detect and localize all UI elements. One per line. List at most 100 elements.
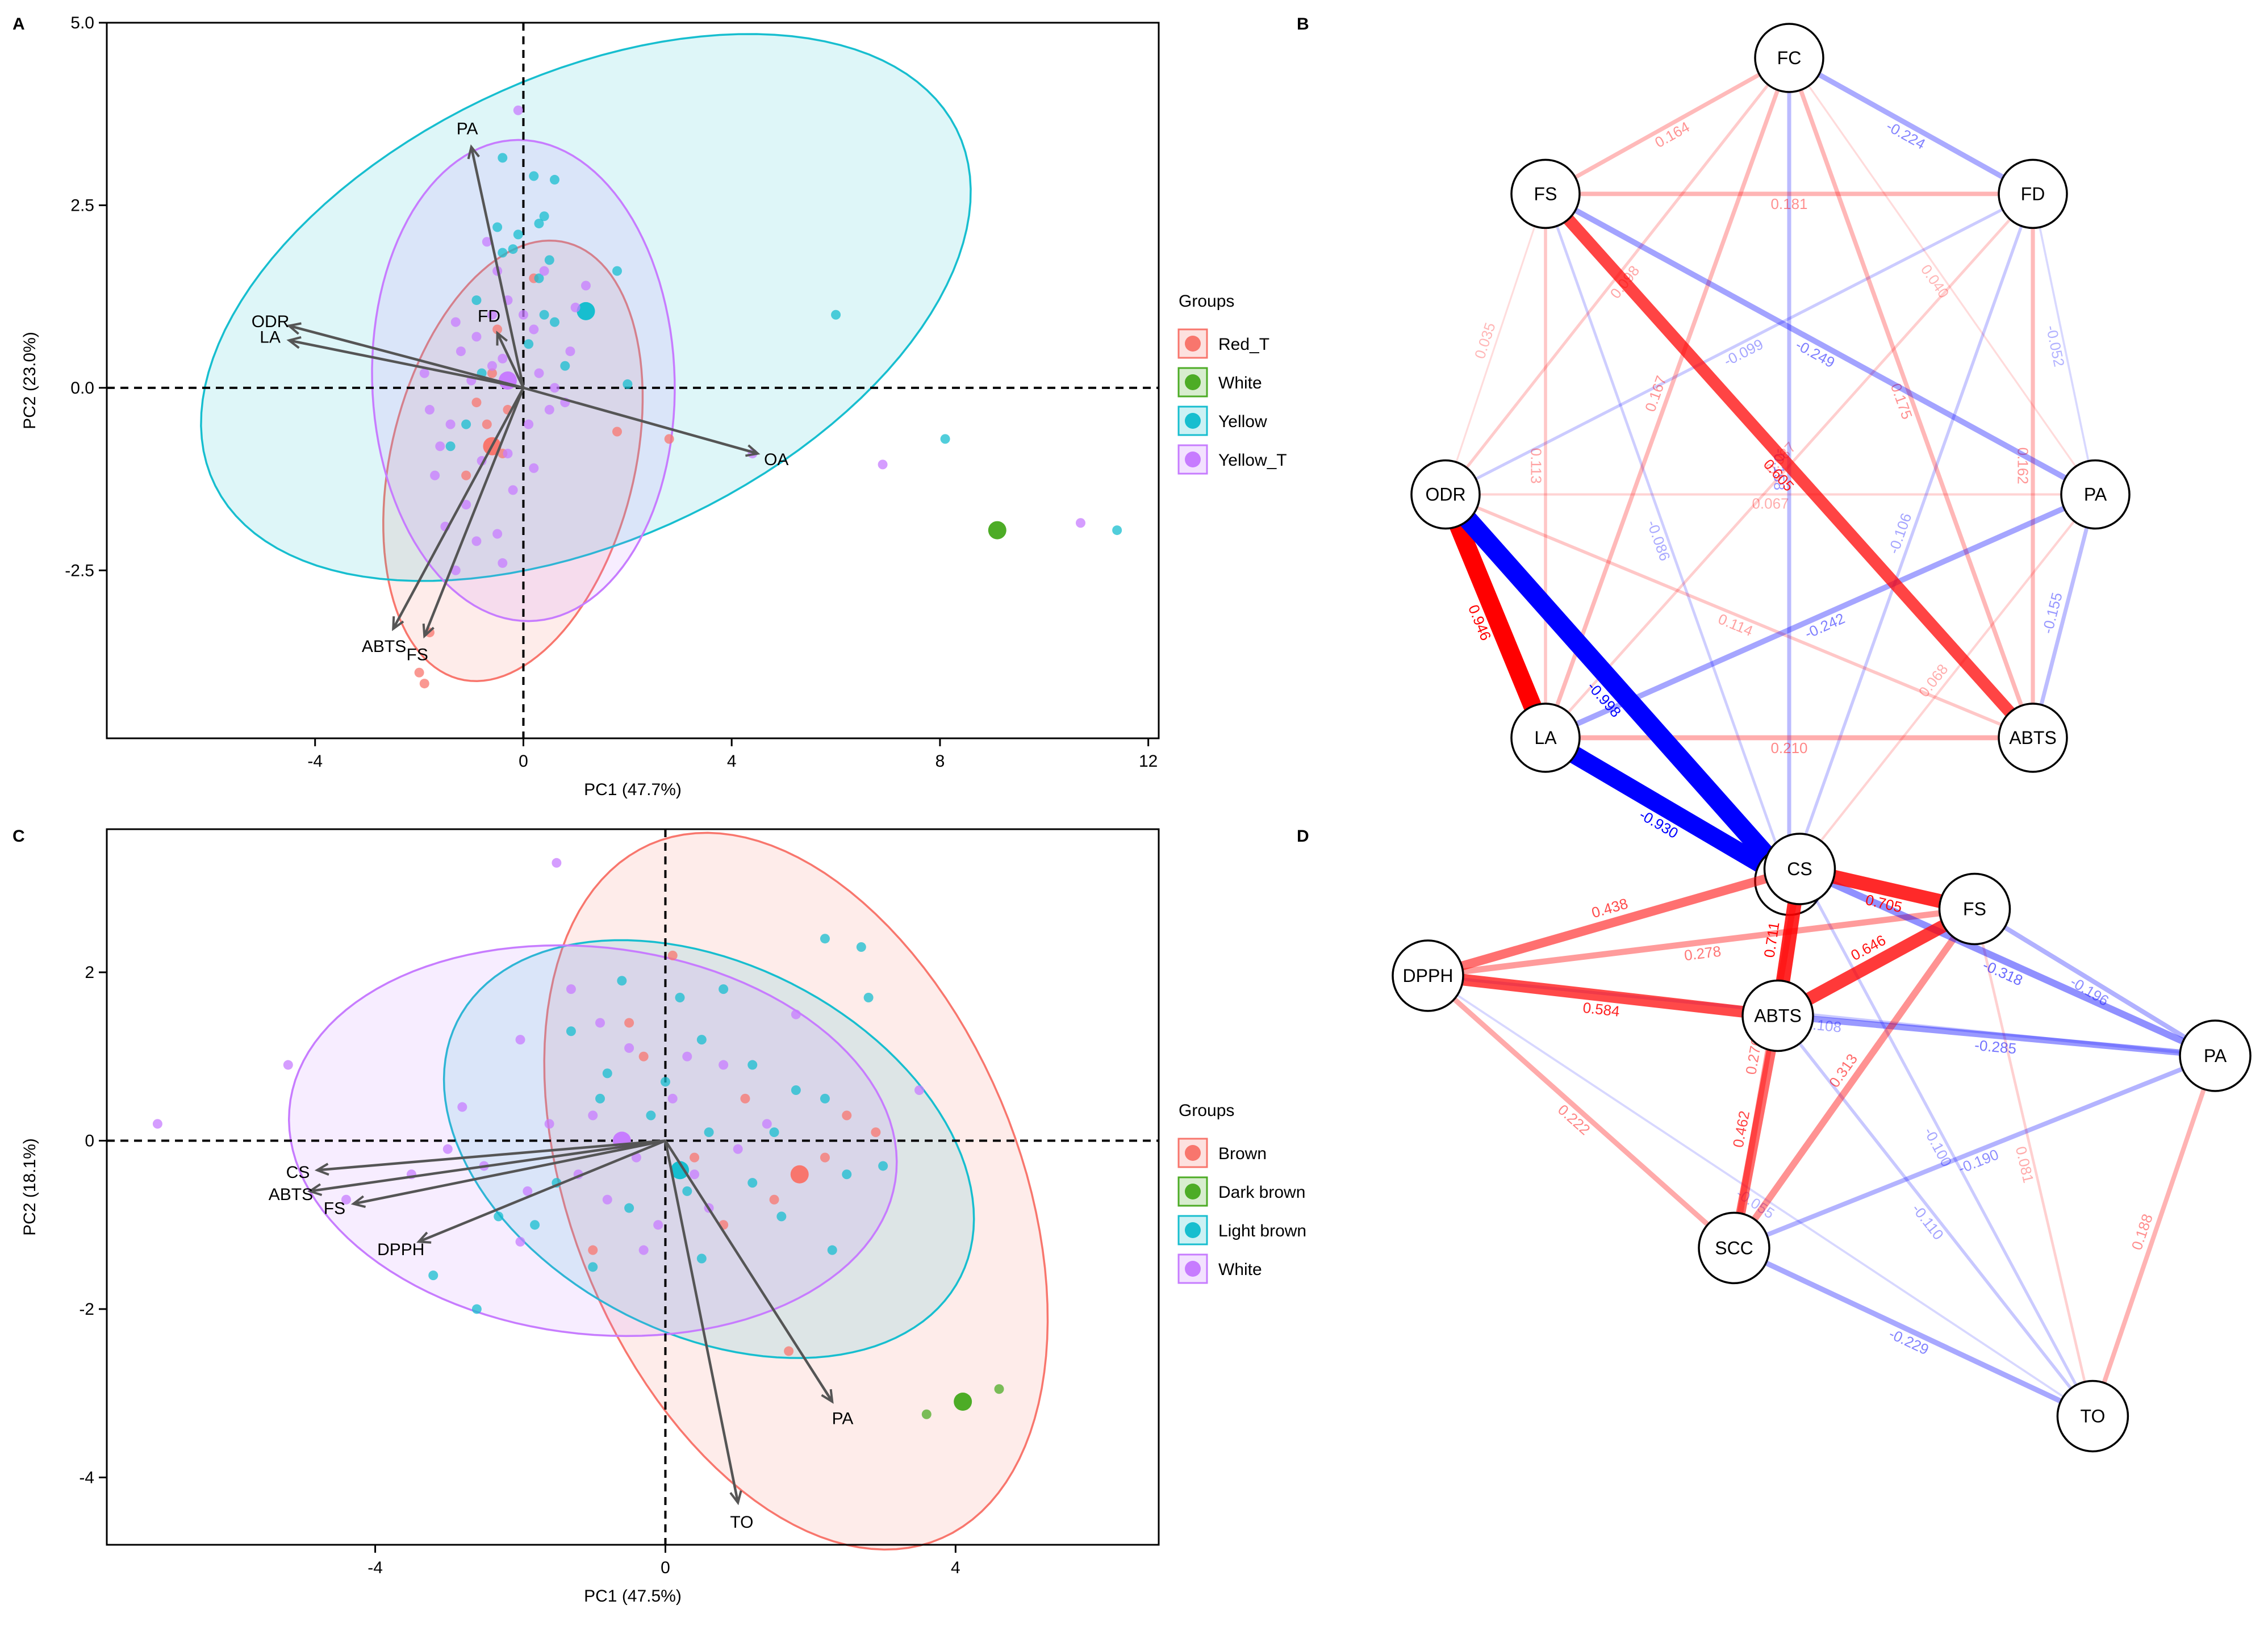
edge-label-fd-abts: 0.162 — [2015, 448, 2032, 484]
data-point-light-brown — [588, 1262, 598, 1272]
loading-label-abts: ABTS — [362, 637, 406, 656]
data-point-brown — [784, 1346, 794, 1356]
loading-label-pa: PA — [832, 1410, 854, 1428]
data-point-yellow — [445, 441, 456, 452]
data-point-yellow — [461, 419, 471, 429]
edge-fc-abts — [1787, 56, 2035, 740]
x-tick-label: -4 — [367, 1558, 383, 1577]
data-point-yellow-t — [482, 237, 492, 247]
loading-label-fs: FS — [407, 646, 428, 664]
edge-label-fc-pa: 0.040 — [1918, 261, 1953, 302]
legend-label-red-t: Red_T — [1218, 335, 1269, 354]
node-odr — [1410, 459, 1481, 530]
edge-abts-to — [1776, 1014, 2095, 1418]
data-point-yellow-t — [580, 281, 591, 291]
data-point-white — [690, 1169, 700, 1180]
node-abts — [1741, 979, 1814, 1052]
data-point-white — [682, 1051, 692, 1061]
data-point-white — [595, 1018, 605, 1028]
legend-label-white: White — [1218, 1260, 1262, 1279]
node-pa — [2060, 459, 2131, 530]
arrow-head-to — [729, 1490, 742, 1506]
data-point-white — [762, 1119, 772, 1129]
confidence-ellipse-red-t — [382, 239, 644, 682]
edge-label-dpph-abts: 0.584 — [1582, 999, 1620, 1020]
plot-frame — [106, 22, 1160, 739]
node-scc — [1698, 1211, 1770, 1285]
data-point-dark-brown — [921, 1409, 932, 1419]
panel-label-a: A — [12, 15, 25, 34]
loading-label-to: TO — [730, 1513, 753, 1532]
data-point-brown — [638, 1051, 649, 1061]
legend-key-dot-light-brown — [1185, 1222, 1201, 1238]
y-tick-label: 2 — [85, 963, 94, 982]
edge-cs-dpph — [1423, 864, 1805, 981]
edge-scc-to — [1731, 1245, 2096, 1419]
node-fd — [1998, 158, 2068, 229]
node-label-la: LA — [1534, 728, 1557, 748]
node-label-scc: SCC — [1715, 1238, 1753, 1258]
edge-fs-abts — [1771, 902, 1981, 1022]
data-point-yellow-t — [549, 383, 559, 393]
edge-pa-oa — [1787, 493, 2097, 883]
data-point-brown — [624, 1018, 634, 1028]
y-tick-label: 0 — [85, 1131, 94, 1150]
loading-arrow-pa — [470, 147, 525, 388]
data-point-yellow-t — [529, 463, 539, 473]
data-point-white — [588, 1110, 598, 1121]
data-point-light-brown — [660, 1077, 670, 1087]
data-point-yellow-t — [498, 558, 508, 568]
loading-label-oa: OA — [764, 450, 788, 469]
data-point-light-brown — [696, 1253, 707, 1264]
node-label-abts: ABTS — [2009, 728, 2057, 748]
data-point-red-t — [482, 419, 492, 429]
edge-fd-pa — [2032, 193, 2096, 496]
edge-scc-pa — [1731, 1053, 2218, 1251]
data-point-brown — [740, 1093, 750, 1103]
data-point-yellow-t — [419, 368, 429, 378]
x-tick-label: 0 — [661, 1558, 670, 1577]
loading-label-fs: FS — [324, 1199, 345, 1218]
data-point-yellow — [534, 273, 544, 283]
y-axis-title: PC2 (18.1%) — [20, 1138, 39, 1236]
arrow-head-fd — [496, 331, 508, 346]
legend-key-dot-dark-brown — [1185, 1184, 1201, 1199]
data-point-white — [544, 1119, 554, 1129]
data-point-white — [653, 1220, 663, 1230]
edge-fs-odr — [1444, 193, 1547, 496]
data-point-yellow-t — [487, 361, 497, 371]
edge-dpph-to — [1427, 975, 2094, 1418]
node-label-fs: FS — [1963, 899, 1986, 919]
node-la — [1510, 703, 1581, 773]
centroid-point-white — [988, 521, 1006, 540]
data-point-yellow-t — [524, 419, 534, 429]
loading-arrow-to — [664, 1140, 740, 1503]
node-label-fc: FC — [1777, 48, 1802, 68]
loading-label-pa: PA — [457, 119, 478, 138]
legend-label-light-brown: Light brown — [1218, 1222, 1306, 1240]
legend-label-yellow-t: Yellow_T — [1218, 451, 1287, 470]
data-point-yellow — [940, 434, 950, 444]
legend-key-dot-brown — [1185, 1145, 1201, 1161]
data-point-dark-brown — [994, 1384, 1004, 1394]
data-point-red-t — [471, 398, 482, 408]
arrow-head-pa — [467, 144, 480, 160]
edge-fc-fd — [1786, 55, 2036, 197]
legend-label-yellow: Yellow — [1218, 412, 1267, 431]
edge-label-abts-pa: -0.285 — [1974, 1036, 2017, 1057]
data-point-white — [638, 1245, 649, 1255]
node-label-dpph: DPPH — [1403, 965, 1453, 986]
loading-arrow-fd — [496, 332, 525, 388]
loading-arrow-fs — [353, 1139, 666, 1205]
data-point-red-t — [419, 679, 429, 689]
legend-key-dot-white — [1185, 1261, 1201, 1277]
data-point-light-brown — [646, 1110, 656, 1121]
edge-fd-oa — [1787, 192, 2035, 883]
edge-fs-pa — [1972, 906, 2218, 1059]
y-tick-label: 2.5 — [70, 196, 94, 215]
node-label-cs: CS — [1787, 859, 1812, 879]
data-point-light-brown — [602, 1068, 612, 1079]
